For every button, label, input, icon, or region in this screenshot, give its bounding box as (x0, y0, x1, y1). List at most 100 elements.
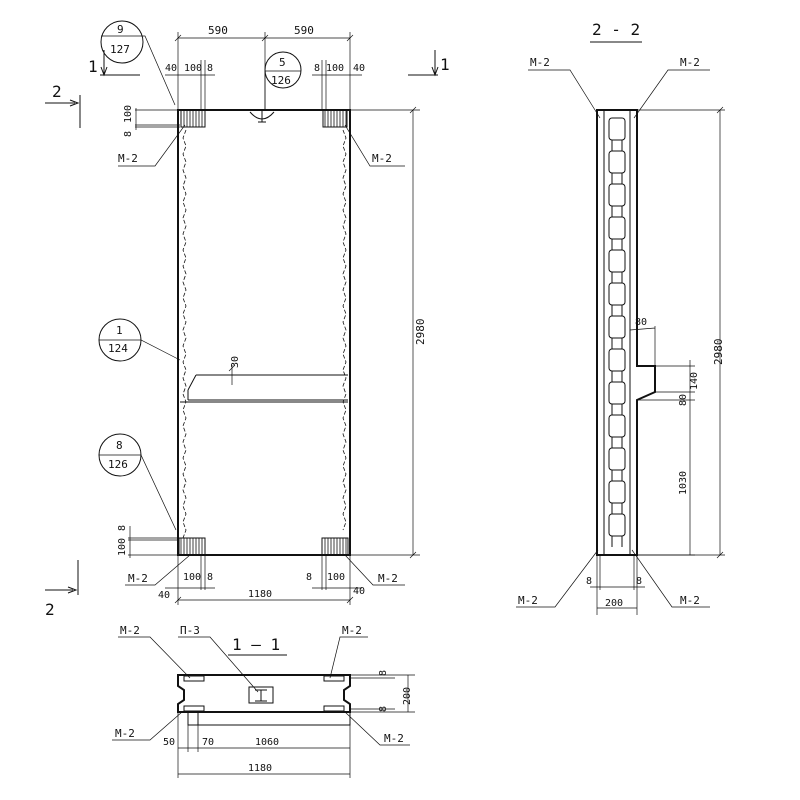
dim-40-bottom-left: 40 (158, 590, 170, 601)
callout-9-127: 9 127 (100, 20, 176, 106)
shear-key-neck (611, 371, 623, 382)
shear-key-neck (611, 404, 623, 415)
shear-key-neck (611, 536, 623, 547)
dim-8-right: 8 (314, 63, 320, 74)
dim-2-2-140: 140 (689, 372, 700, 390)
section-1-1: 1 — 1 М-2 П-3 М-2 М-2 М-2 8 8 200 50 70 … (112, 624, 415, 778)
dim-2-2-200: 200 (605, 598, 623, 609)
dim-1-1-70: 70 (202, 737, 214, 748)
shear-key (608, 249, 626, 273)
shear-key-neck (611, 206, 623, 217)
label-m2-1-1-bottom-left: М-2 (115, 727, 135, 740)
dim-40-right: 40 (353, 63, 365, 74)
dim-8-left: 8 (207, 63, 213, 74)
label-m2-top-left: М-2 (118, 152, 138, 165)
svg-text:1: 1 (116, 324, 123, 337)
shear-key (608, 348, 626, 372)
dim-100-top-side: 100 (123, 105, 134, 123)
dim-590-left: 590 (208, 24, 228, 37)
dim-30: 30 (230, 356, 241, 368)
dim-2-2-1030: 1030 (678, 471, 689, 495)
section-mark-2-top: 2 (52, 82, 62, 101)
dim-2980: 2980 (414, 319, 427, 346)
label-m2-2-2-top-left: М-2 (530, 56, 550, 69)
shear-key-neck (611, 272, 623, 283)
section-1-1-title: 1 — 1 (232, 635, 280, 654)
dim-1-1-50: 50 (163, 737, 175, 748)
dim-1180: 1180 (248, 589, 272, 600)
dim-40-left: 40 (165, 63, 177, 74)
dim-100-bottom-left: 100 (183, 572, 201, 583)
shear-key-neck (611, 239, 623, 250)
label-m2-top-right: М-2 (372, 152, 392, 165)
dim-8-bottom-right: 8 (306, 572, 312, 583)
shear-key-neck (611, 140, 623, 151)
label-m2-2-2-top-right: М-2 (680, 56, 700, 69)
embed-plate-top-right (322, 109, 348, 128)
svg-text:124: 124 (108, 342, 128, 355)
shear-key (608, 117, 626, 141)
label-m2-2-2-bottom-right: М-2 (680, 594, 700, 607)
panel-outline (177, 109, 351, 556)
label-m2-2-2-bottom-left: М-2 (518, 594, 538, 607)
label-m2-bottom-left: М-2 (128, 572, 148, 585)
plan-view: 590 590 40 100 8 8 100 40 8 100 100 8 29… (45, 20, 450, 619)
section-mark-2-bottom: 2 (45, 600, 55, 619)
embed-plate-top-left (180, 109, 206, 128)
dim-8-bottom-left: 8 (207, 572, 213, 583)
embed-plate-bottom-right (321, 537, 349, 556)
plate-p3 (248, 686, 274, 704)
section-2-2: 2 - 2 М-2 М-2 М-2 М-2 2980 80 140 80 103… (516, 20, 725, 615)
left-edge-keys (182, 129, 187, 539)
shear-key-neck (611, 173, 623, 184)
shear-key (608, 216, 626, 240)
svg-text:126: 126 (108, 458, 128, 471)
callout-1-124: 1 124 (98, 318, 181, 362)
svg-text:8: 8 (116, 439, 123, 452)
dim-8-top-side: 8 (123, 131, 134, 137)
dim-2-2-2980: 2980 (712, 339, 725, 366)
dim-1-1-8-bottom: 8 (378, 706, 389, 712)
shear-key (608, 282, 626, 306)
dim-100-right: 100 (326, 63, 344, 74)
section-2-2-outline (596, 109, 656, 556)
dim-1-1-1180: 1180 (248, 763, 272, 774)
rib (180, 374, 348, 403)
shear-key (608, 381, 626, 405)
shear-key (608, 315, 626, 339)
label-m2-1-1-bottom-right: М-2 (384, 732, 404, 745)
label-p3: П-3 (180, 624, 200, 637)
svg-text:126: 126 (271, 74, 291, 87)
section-2-2-keys (608, 117, 626, 547)
dim-100-left: 100 (184, 63, 202, 74)
dim-2-2-8-left: 8 (586, 576, 592, 587)
shear-key (608, 183, 626, 207)
svg-text:9: 9 (117, 23, 124, 36)
shear-key-neck (611, 338, 623, 349)
shear-key-neck (611, 437, 623, 448)
dim-1-1-1060: 1060 (255, 737, 279, 748)
shear-key (608, 447, 626, 471)
embed-plate-bottom-left (178, 537, 206, 556)
dim-100-bottom-side: 100 (117, 538, 128, 556)
dim-2-2-8-right: 8 (636, 576, 642, 587)
shear-key (608, 480, 626, 504)
lifting-loop (249, 110, 275, 123)
label-m2-bottom-right: М-2 (378, 572, 398, 585)
section-2-2-title: 2 - 2 (592, 20, 640, 39)
dim-100-bottom-right: 100 (327, 572, 345, 583)
section-mark-1-right: 1 (440, 55, 450, 74)
section-mark-1-left: 1 (88, 57, 98, 76)
dim-8-bottom-side: 8 (117, 525, 128, 531)
callout-8-126: 8 126 (98, 433, 177, 531)
svg-text:5: 5 (279, 56, 286, 69)
dim-2-2-80-top: 80 (635, 317, 647, 328)
shear-key-neck (611, 470, 623, 481)
dim-40-bottom-right: 40 (353, 586, 365, 597)
dim-1-1-200: 200 (402, 687, 413, 705)
shear-key-neck (611, 503, 623, 514)
callout-5-126: 5 126 (264, 51, 302, 110)
dim-2-2-80: 80 (678, 394, 689, 406)
